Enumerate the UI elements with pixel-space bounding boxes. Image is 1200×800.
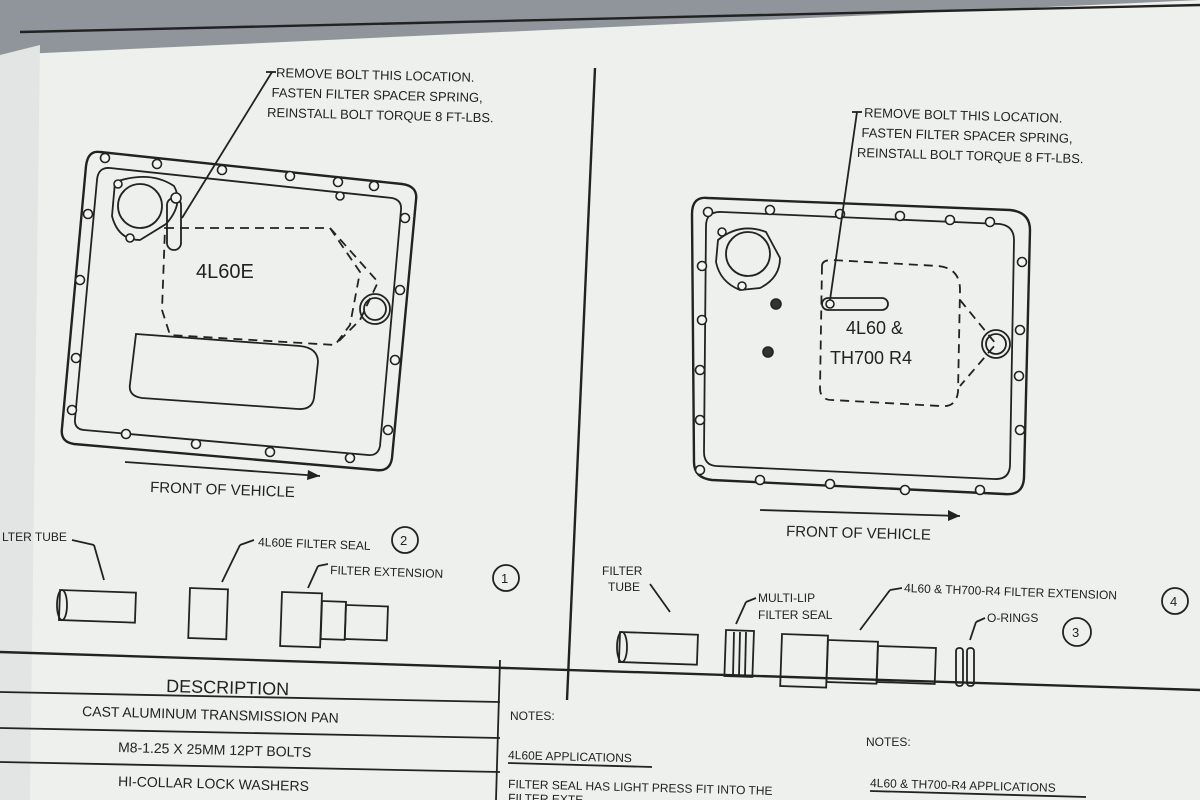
table-row-3: HI-COLLAR LOCK WASHERS — [118, 773, 309, 794]
right-filter-tube-label-2: TUBE — [608, 580, 640, 594]
notes-label-right: NOTES: — [866, 735, 911, 749]
notes-app-left: 4L60E APPLICATIONS — [508, 748, 632, 765]
left-callout-text: REMOVE BOLT THIS LOCATION. FASTEN FILTER… — [267, 65, 494, 126]
right-callout-leader — [829, 111, 858, 301]
left-filter-extension-label: FILTER EXTENSION — [330, 563, 444, 581]
left-callout-leader — [181, 71, 273, 219]
right-front-label: FRONT OF VEHICLE — [786, 523, 931, 544]
paper-shade — [0, 45, 40, 800]
left-part-number-2: 2 — [400, 533, 407, 548]
panel-divider — [565, 67, 597, 701]
right-pan-label-line-1: 4L60 & — [846, 318, 903, 338]
right-callout-line-2: FASTEN FILTER SPACER SPRING, — [861, 125, 1073, 146]
table-line-1 — [0, 691, 501, 703]
right-pan-diagram — [690, 196, 1032, 521]
right-callout-line-1: REMOVE BOLT THIS LOCATION. — [864, 105, 1063, 126]
table-line-2 — [0, 727, 501, 739]
frame-line-lower — [0, 650, 1200, 692]
left-parts — [56, 526, 520, 649]
left-callout-line-1: REMOVE BOLT THIS LOCATION. — [276, 65, 475, 85]
right-callout-line-3: REINSTALL BOLT TORQUE 8 FT-LBS. — [857, 145, 1084, 166]
notes-app-right: 4L60 & TH700-R4 APPLICATIONS — [870, 776, 1056, 795]
notes-app-left-underline — [507, 762, 653, 768]
table-header: DESCRIPTION — [166, 676, 289, 699]
left-front-label: FRONT OF VEHICLE — [150, 479, 295, 501]
left-filter-tube-label: LTER TUBE — [2, 530, 67, 544]
left-pan-diagram — [60, 150, 418, 480]
left-callout-line-2: FASTEN FILTER SPACER SPRING, — [271, 85, 482, 105]
left-pan-label: 4L60E — [196, 261, 254, 283]
right-filter-tube-label-1: FILTER — [602, 564, 643, 578]
right-seal-label-1: MULTI-LIP — [758, 591, 815, 605]
table-row-2: M8-1.25 X 25MM 12PT BOLTS — [118, 739, 312, 760]
right-part-number-4: 4 — [1170, 594, 1177, 609]
left-filter-seal-label: 4L60E FILTER SEAL — [258, 535, 371, 553]
left-part-number-1: 1 — [501, 571, 508, 586]
right-part-number-3: 3 — [1072, 625, 1079, 640]
right-callout-text: REMOVE BOLT THIS LOCATION. FASTEN FILTER… — [857, 105, 1084, 166]
right-parts — [616, 583, 1189, 689]
frame-top-line — [19, 3, 1200, 34]
notes-body-line: FILTER SEAL HAS LIGHT PRESS FIT INTO THE — [508, 777, 773, 798]
right-orings-label: O-RINGS — [987, 611, 1038, 625]
table-line-3 — [0, 761, 501, 773]
left-callout-line-3: REINSTALL BOLT TORQUE 8 FT-LBS. — [267, 105, 494, 126]
table-notes-divider — [495, 659, 501, 800]
notes-label-left: NOTES: — [510, 709, 555, 723]
notes-body-line-2: FILTER EXTE — [508, 791, 583, 800]
table-row-1: CAST ALUMINUM TRANSMISSION PAN — [82, 703, 339, 726]
notes-app-right-underline — [869, 790, 1087, 798]
right-seal-label-2: FILTER SEAL — [758, 608, 833, 622]
right-pan-label-line-2: TH700 R4 — [830, 348, 912, 368]
